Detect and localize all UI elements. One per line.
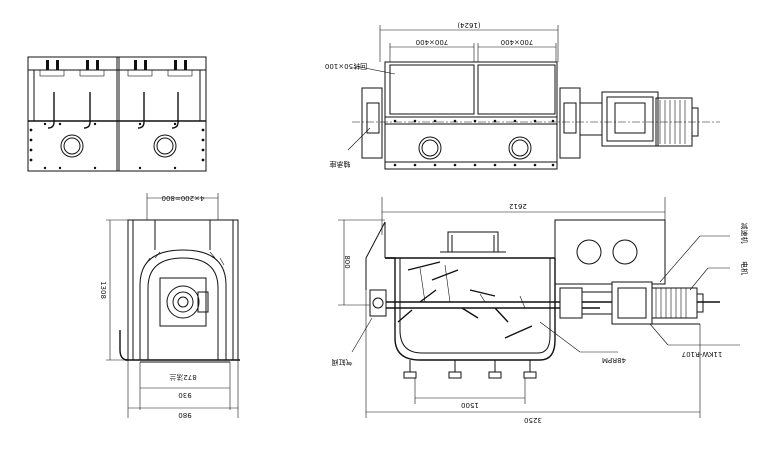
dim-window-1: 700×400 [416,38,449,46]
dim-end-width: 4×200=800 [162,194,205,202]
plan-view: (1624) 700×400 700×400 [325,21,720,170]
drive-housing [554,219,666,285]
dim-plan-length: (1624) [457,21,481,29]
dim-section-length: 2612 [509,202,527,210]
gearbox-label: 减速机 [740,223,749,244]
plan-annotation: 回转50×100 [325,62,367,71]
left-end-plate [365,221,386,259]
speed-label: 48RPM [602,356,626,364]
support-legs [403,360,537,379]
bearing-annotation: 轴承座 [330,160,351,169]
dim-overall-length: 3250 [524,416,542,424]
end-base-label: 872法兰 [169,373,196,382]
dim-section-height: 800 [343,255,351,268]
dim-end-base-1: 930 [178,391,191,399]
top-inlet [447,231,499,253]
drain-label: 气缸阀 [332,358,353,367]
gearbox-section [611,281,653,325]
inspection-port-left [60,134,84,158]
end-elevation-view: 4×200=800 1308 872法兰 930 980 [99,193,240,419]
section-view: 2612 800 [332,197,749,424]
motor-label: 电机 [740,261,749,275]
inspection-port-right [153,134,177,158]
gearbox-plan [601,91,659,147]
front-elevation-view [27,56,207,172]
agitator-paddles [397,261,533,339]
dim-window-2: 700×400 [501,38,534,46]
trough-side [384,116,558,170]
dim-end-base-2: 980 [178,411,191,419]
motor-section [651,287,698,319]
dim-end-height: 1308 [99,281,107,299]
trough-shell [385,257,556,361]
dim-section-base: 1500 [461,401,479,409]
trough-top [384,61,558,118]
motor-spec-label: 11KW-R107 [682,350,723,358]
